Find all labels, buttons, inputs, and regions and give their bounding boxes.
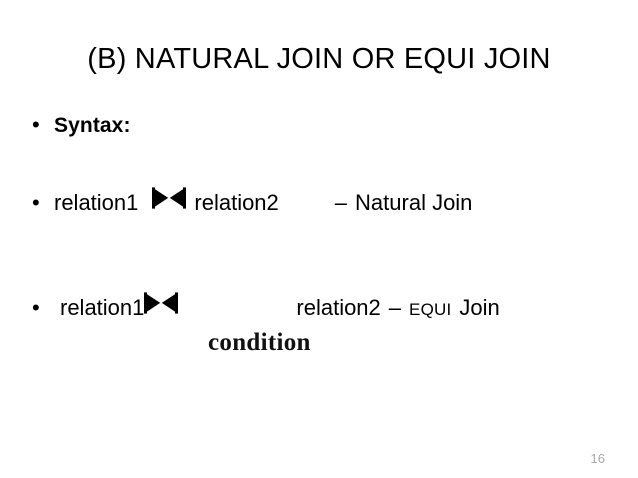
page-title: (B) NATURAL JOIN OR EQUI JOIN (87, 43, 551, 75)
natural-join-dash: – (334, 190, 348, 215)
syntax-label: Syntax: (54, 114, 131, 137)
bullet-item-natural-join: relation1 relation2 – Natural Join (32, 186, 472, 216)
bowtie-join-icon (144, 291, 179, 315)
natural-join-description: Natural Join (355, 190, 473, 215)
equi-join-left-operand: relation1 (60, 295, 145, 320)
equi-join-emphasis: EQUI (409, 300, 452, 319)
bowtie-join-icon (152, 186, 187, 210)
bullet-marker-icon (32, 192, 54, 214)
bullet-marker-icon (32, 297, 54, 319)
equi-join-description: Join (459, 295, 500, 320)
join-condition-label: condition (208, 329, 311, 356)
natural-join-left-operand: relation1 (54, 190, 139, 215)
page-number: 16 (590, 451, 605, 466)
equi-join-right-operand: relation2 (296, 295, 381, 320)
equi-join-dash: – (388, 295, 402, 320)
bullet-marker-icon (32, 114, 54, 136)
bullet-item-syntax: Syntax: (32, 114, 131, 138)
bullet-item-equi-join: relation1 relation2 – EQUI Join (32, 291, 500, 321)
natural-join-right-operand: relation2 (194, 190, 279, 215)
